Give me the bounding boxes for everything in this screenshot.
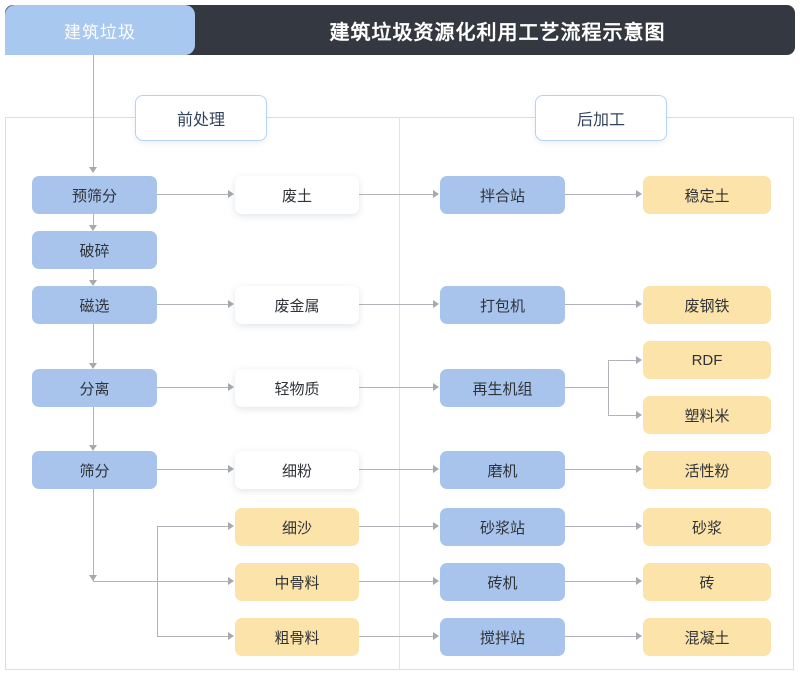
node-concrete[interactable]: 混凝土 <box>643 618 771 656</box>
connector-screen-down <box>93 489 94 581</box>
page-title: 建筑垃圾资源化利用工艺流程示意图 <box>329 21 666 44</box>
arrowhead-down <box>89 363 97 369</box>
connector-bus-to-finesand <box>157 526 229 527</box>
arrowhead-right <box>636 300 642 308</box>
arrowhead-down <box>89 225 97 231</box>
arrowhead-down <box>89 445 97 451</box>
arrowhead-right <box>636 465 642 473</box>
node-recycling-unit[interactable]: 再生机组 <box>440 369 565 407</box>
arrowhead-right <box>228 465 234 473</box>
arrowhead-right <box>228 577 234 585</box>
connector-bracket-to-rdf <box>608 360 637 361</box>
node-light-material[interactable]: 轻物质 <box>235 369 359 407</box>
node-mortar-station[interactable]: 砂浆站 <box>440 508 565 546</box>
connector-magnetic-to-separate <box>93 324 94 363</box>
connector-recyclingunit-stem <box>565 387 609 388</box>
arrowhead-down <box>89 167 97 173</box>
connector-bracket-to-plasticpellet <box>608 415 637 416</box>
connector-mixingstation-to-stabilizedsoil <box>565 194 637 195</box>
arrowhead-right <box>228 300 234 308</box>
arrowhead-right <box>636 632 642 640</box>
node-fine-powder[interactable]: 细粉 <box>235 451 359 489</box>
node-fine-sand[interactable]: 细沙 <box>235 508 359 546</box>
arrowhead-right <box>433 300 439 308</box>
connector-finepowder-to-mill <box>359 469 434 470</box>
connector-tab-to-prescreen <box>93 55 94 167</box>
connector-coarseaggregate-to-batchingplant <box>359 636 434 637</box>
connector-separate-to-lightmaterial <box>157 387 229 388</box>
arrowhead-right <box>636 522 642 530</box>
section-label-post-processing: 后加工 <box>535 95 667 141</box>
connector-baler-to-scrapsteel <box>565 304 637 305</box>
node-mixing-station[interactable]: 拌合站 <box>440 176 565 214</box>
node-prescreen[interactable]: 预筛分 <box>32 176 157 214</box>
connector-screen-to-aggregate-bus <box>93 581 229 582</box>
connector-wastemetal-to-baler <box>359 304 434 305</box>
connector-wastesoil-to-mixingstation <box>359 194 434 195</box>
node-screening[interactable]: 筛分 <box>32 451 157 489</box>
arrowhead-right <box>636 190 642 198</box>
arrowhead-down <box>89 280 97 286</box>
node-brick[interactable]: 砖 <box>643 563 771 601</box>
connector-mortarstation-to-mortar <box>565 526 637 527</box>
connector-screen-to-finepowder <box>157 469 229 470</box>
node-mortar[interactable]: 砂浆 <box>643 508 771 546</box>
arrowhead-right <box>228 383 234 391</box>
node-active-powder[interactable]: 活性粉 <box>643 451 771 489</box>
node-batching-plant[interactable]: 搅拌站 <box>440 618 565 656</box>
arrowhead-right <box>228 632 234 640</box>
connector-crush-to-magnetic <box>93 269 94 280</box>
connector-finesand-to-mortarstation <box>359 526 434 527</box>
connector-recyclingunit-bracket <box>608 360 609 415</box>
arrowhead-right <box>636 577 642 585</box>
node-medium-aggregate[interactable]: 中骨料 <box>235 563 359 601</box>
arrowhead-right <box>433 465 439 473</box>
connector-mill-to-activepowder <box>565 469 637 470</box>
arrowhead-right <box>433 383 439 391</box>
node-separation[interactable]: 分离 <box>32 369 157 407</box>
node-waste-soil[interactable]: 废土 <box>235 176 359 214</box>
node-scrap-steel[interactable]: 废钢铁 <box>643 286 771 324</box>
arrowhead-right <box>228 522 234 530</box>
section-label-pre-processing: 前处理 <box>135 95 267 141</box>
arrowhead-right <box>433 632 439 640</box>
tab-construction-waste[interactable]: 建筑垃圾 <box>5 5 195 55</box>
node-waste-metal[interactable]: 废金属 <box>235 286 359 324</box>
node-plastic-pellet[interactable]: 塑料米 <box>643 396 771 434</box>
connector-batchingplant-to-concrete <box>565 636 637 637</box>
arrowhead-right <box>636 411 642 419</box>
arrowhead-right <box>636 356 642 364</box>
connector-prescreen-to-wastesoil <box>157 194 229 195</box>
node-baler[interactable]: 打包机 <box>440 286 565 324</box>
connector-prescreen-to-crush <box>93 214 94 225</box>
node-brick-machine[interactable]: 砖机 <box>440 563 565 601</box>
node-stabilized-soil[interactable]: 稳定土 <box>643 176 771 214</box>
arrowhead-down <box>89 575 97 581</box>
node-rdf[interactable]: RDF <box>643 341 771 379</box>
connector-midaggregate-to-brickmachine <box>359 581 434 582</box>
arrowhead-right <box>433 577 439 585</box>
node-magnetic-separation[interactable]: 磁选 <box>32 286 157 324</box>
arrowhead-right <box>433 522 439 530</box>
connector-bus-to-coarseaggregate <box>157 636 229 637</box>
node-coarse-aggregate[interactable]: 粗骨料 <box>235 618 359 656</box>
arrowhead-right <box>228 190 234 198</box>
section-divider-vertical <box>399 117 400 670</box>
arrowhead-right <box>433 190 439 198</box>
connector-magnetic-to-wastemetal <box>157 304 229 305</box>
connector-lightmaterial-to-recyclingunit <box>359 387 434 388</box>
connector-brickmachine-to-brick <box>565 581 637 582</box>
connector-separate-to-screen <box>93 407 94 445</box>
node-mill[interactable]: 磨机 <box>440 451 565 489</box>
node-crush[interactable]: 破碎 <box>32 231 157 269</box>
